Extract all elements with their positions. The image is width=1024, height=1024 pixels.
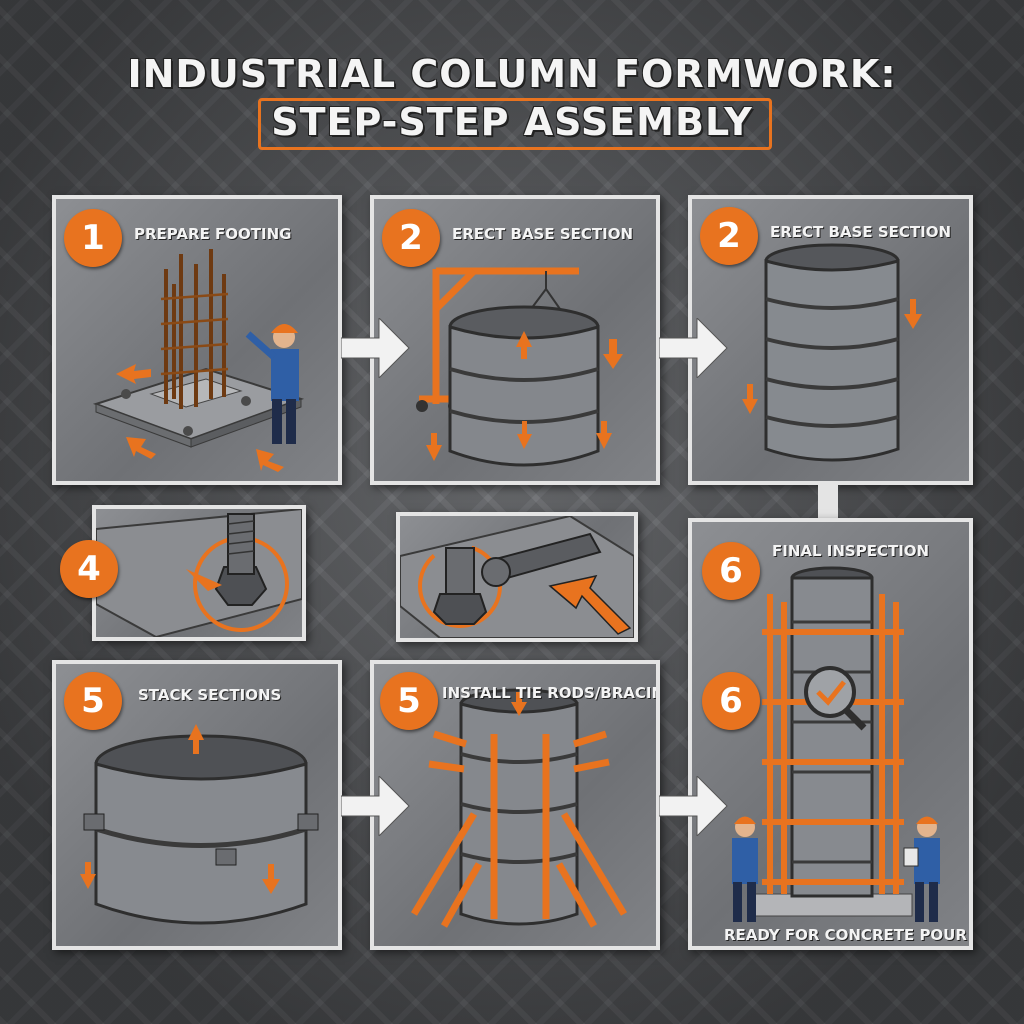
tie-rods-bracing-illustration [410, 688, 628, 928]
step-5b-panel: 5 INSTALL TIE RODS/BRACING [370, 660, 660, 950]
stack-sections-illustration [80, 724, 319, 925]
step-label: FINAL INSPECTION [772, 542, 930, 560]
step-5-panel: 5 STACK SECTIONS [52, 660, 342, 950]
bolt-tightening-illustration [96, 509, 302, 637]
step-label: ERECT BASE SECTION [452, 225, 633, 243]
right-arrow-icon [659, 776, 728, 836]
step-1-panel: 1 PREPARE FOOTING [52, 195, 342, 485]
step-number-badge: 5 [380, 672, 438, 730]
step-4-panel [92, 505, 306, 641]
right-arrow-icon [659, 318, 728, 378]
step-label: STACK SECTIONS [138, 686, 282, 704]
connector-bar [818, 485, 838, 521]
step-6-panel: 6 FINAL INSPECTION 6 READY FOR CONCRETE … [688, 518, 973, 950]
step-2b-panel: 2 ERECT BASE SECTION [688, 195, 973, 485]
step-label: PREPARE FOOTING [134, 225, 292, 243]
title-line-2: STEP-STEP ASSEMBLY [271, 100, 753, 144]
step-4b-panel [396, 512, 638, 642]
base-section-stacked-illustration [742, 243, 922, 462]
step-number-badge: 5 [64, 672, 122, 730]
step-number-badge: 2 [382, 209, 440, 267]
step-number-badge: 2 [700, 207, 758, 265]
step-label: INSTALL TIE RODS/BRACING [442, 684, 660, 702]
wrench-tightening-illustration [400, 516, 634, 638]
right-arrow-icon [341, 776, 410, 836]
step-number-badge: 1 [64, 209, 122, 267]
step-2-panel: 2 ERECT BASE SECTION [370, 195, 660, 485]
right-arrow-icon [341, 318, 410, 378]
step-number-badge: 4 [60, 540, 118, 598]
checkmark-magnifier-icon [804, 666, 867, 731]
ready-for-pour-label: READY FOR CONCRETE POUR [724, 926, 967, 944]
final-inspection-illustration [732, 566, 940, 922]
step-number-badge: 6 [702, 542, 760, 600]
title-line-1: INDUSTRIAL COLUMN FORMWORK: [127, 52, 897, 96]
step-label: ERECT BASE SECTION [770, 223, 951, 241]
title-highlight-box [258, 98, 772, 150]
crane-base-section-illustration [416, 267, 623, 467]
step-number-badge-secondary: 6 [702, 672, 760, 730]
footing-illustration [92, 249, 305, 472]
